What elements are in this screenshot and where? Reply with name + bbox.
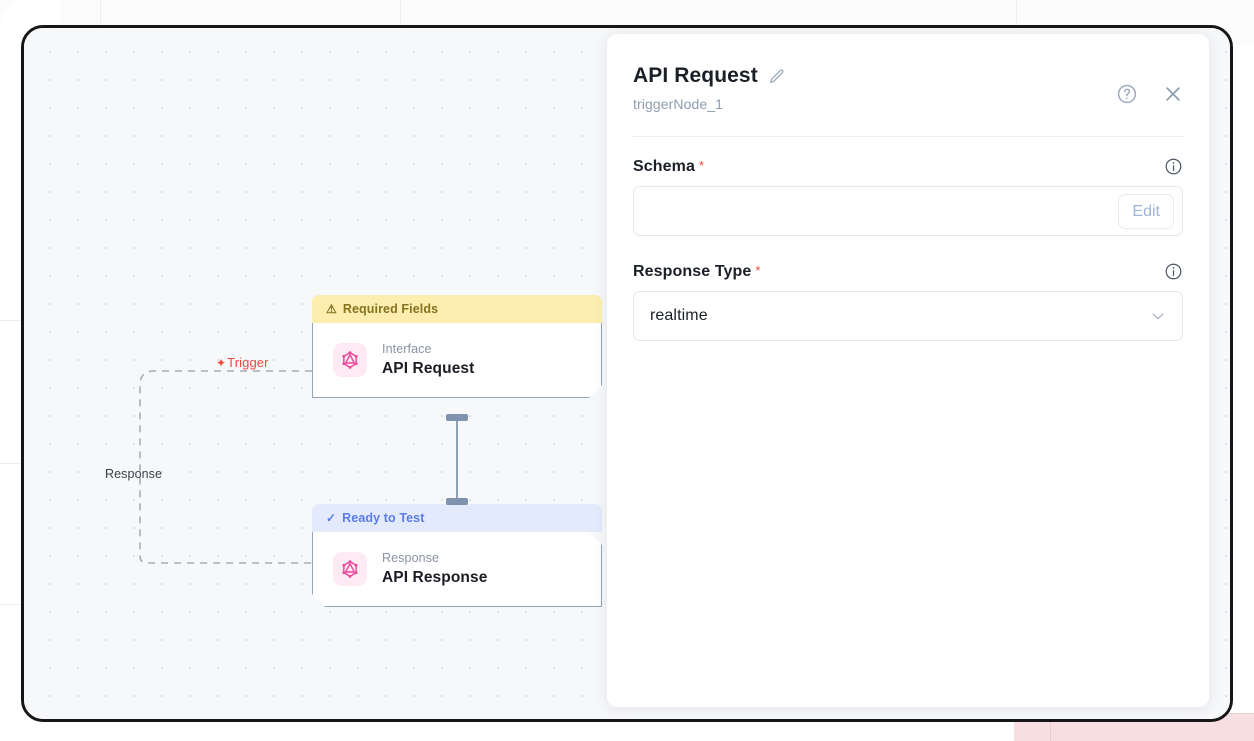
close-icon[interactable] — [1161, 82, 1185, 106]
graphql-icon — [333, 552, 367, 586]
panel-divider — [633, 136, 1185, 137]
warning-triangle-icon: ⚠ — [326, 302, 337, 316]
info-icon[interactable] — [1164, 157, 1183, 176]
panel-title: API Request — [633, 64, 758, 87]
backdrop-hline — [0, 463, 30, 464]
node-api-request[interactable]: ⚠ Required Fields — [312, 295, 602, 421]
panel-header: API Request triggerNode_1 — [607, 34, 1209, 112]
node-properties-panel: API Request triggerNode_1 — [607, 34, 1209, 707]
pencil-icon[interactable] — [768, 68, 785, 85]
backdrop-vline — [1016, 0, 1017, 46]
panel-body: Schema* Edit — [607, 137, 1209, 341]
panel-subtitle-node-id: triggerNode_1 — [633, 96, 724, 112]
edge-response-path — [139, 370, 312, 564]
node-card-body[interactable]: Interface API Request — [312, 323, 602, 398]
backdrop-vline — [400, 0, 401, 46]
node-status-banner-required-fields: ⚠ Required Fields — [312, 295, 602, 323]
field-response-type: Response Type* realtime — [633, 262, 1183, 341]
response-type-select[interactable]: realtime — [633, 291, 1183, 341]
chevron-down-icon[interactable] — [1149, 307, 1167, 325]
node-card-body[interactable]: Response API Response — [312, 532, 602, 607]
app-window-frame: ✦Trigger Response ⚠ Required Fields — [21, 25, 1233, 722]
required-marker: * — [698, 157, 705, 173]
node-output-port[interactable] — [446, 414, 468, 421]
node-api-response[interactable]: ✓ Ready to Test — [312, 498, 602, 607]
schema-edit-button[interactable]: Edit — [1118, 194, 1174, 229]
help-circle-icon[interactable] — [1115, 82, 1139, 106]
graphql-icon — [333, 343, 367, 377]
response-type-value: realtime — [650, 307, 708, 324]
edge-label-response: Response — [105, 467, 163, 481]
field-response-type-label-group: Response Type* — [633, 263, 760, 281]
edge-label-trigger: ✦Trigger — [216, 355, 269, 370]
node-status-label: Ready to Test — [342, 511, 425, 525]
backdrop-vline — [100, 0, 101, 46]
required-marker: * — [755, 262, 761, 278]
field-schema-label-group: Schema* — [633, 158, 704, 176]
node-status-banner-ready-to-test: ✓ Ready to Test — [312, 504, 602, 532]
backdrop-hline — [0, 604, 30, 605]
bolt-icon: ✦ — [216, 356, 227, 370]
node-title-label: API Request — [382, 360, 475, 377]
check-icon: ✓ — [326, 511, 337, 525]
info-icon[interactable] — [1164, 262, 1183, 281]
backdrop-hline — [0, 320, 30, 321]
backdrop-pink-vline — [1050, 713, 1051, 741]
node-status-label: Required Fields — [342, 302, 439, 316]
panel-header-actions — [1115, 82, 1185, 106]
schema-input-box[interactable]: Edit — [633, 186, 1183, 236]
field-schema: Schema* Edit — [633, 157, 1183, 236]
node-kind-label: Response — [382, 551, 440, 565]
node-input-port[interactable] — [446, 498, 468, 505]
node-kind-label: Interface — [382, 342, 432, 356]
field-response-type-label: Response Type — [633, 262, 752, 280]
node-title-label: API Response — [382, 569, 488, 586]
field-schema-label: Schema — [633, 157, 695, 175]
